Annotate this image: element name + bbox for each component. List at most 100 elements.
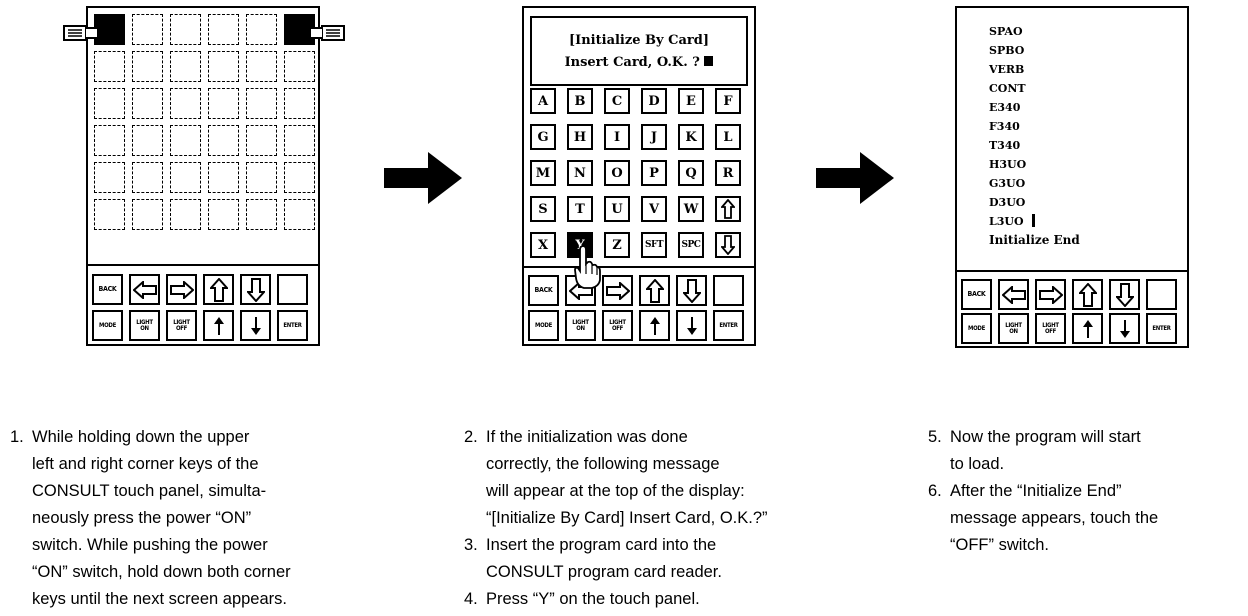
touch-cell[interactable] [170, 125, 201, 156]
back-key[interactable]: BACK [92, 274, 123, 305]
key-m[interactable]: M [530, 160, 556, 186]
down-small-arrow-key[interactable] [240, 310, 271, 341]
key-d[interactable]: D [641, 88, 667, 114]
mode-key[interactable]: MODE [92, 310, 123, 341]
touch-cell[interactable] [208, 88, 239, 119]
key-i[interactable]: I [604, 124, 630, 150]
function-key-row-1: BACK [528, 275, 744, 306]
touch-cell[interactable] [132, 51, 163, 82]
touch-cell[interactable] [246, 162, 277, 193]
enter-key[interactable]: ENTER [277, 310, 308, 341]
key-c[interactable]: C [604, 88, 630, 114]
up-arrow-key[interactable] [715, 196, 741, 222]
right-arrow-key[interactable] [1035, 279, 1066, 310]
key-n[interactable]: N [567, 160, 593, 186]
key-u[interactable]: U [604, 196, 630, 222]
touch-cell[interactable] [94, 125, 125, 156]
key-h[interactable]: H [567, 124, 593, 150]
touch-cell[interactable] [208, 199, 239, 230]
key-q[interactable]: Q [678, 160, 704, 186]
key-sft[interactable]: SFT [641, 232, 667, 258]
touch-cell[interactable] [170, 88, 201, 119]
key-a[interactable]: A [530, 88, 556, 114]
key-w[interactable]: W [678, 196, 704, 222]
touch-cell[interactable] [208, 162, 239, 193]
up-arrow-key[interactable] [203, 274, 234, 305]
key-p[interactable]: P [641, 160, 667, 186]
touch-cell[interactable] [132, 125, 163, 156]
up-small-arrow-key[interactable] [203, 310, 234, 341]
touch-cell[interactable] [246, 88, 277, 119]
touch-cell[interactable] [208, 125, 239, 156]
up-small-arrow-key[interactable] [639, 310, 670, 341]
touch-cell[interactable] [132, 14, 163, 45]
touch-cell[interactable] [284, 199, 315, 230]
touch-cell[interactable] [132, 162, 163, 193]
key-o[interactable]: O [604, 160, 630, 186]
up-small-arrow-key[interactable] [1072, 313, 1103, 344]
key-v[interactable]: V [641, 196, 667, 222]
down-small-arrow-key[interactable] [1109, 313, 1140, 344]
touch-cell[interactable] [170, 199, 201, 230]
touch-cell[interactable] [170, 14, 201, 45]
up-arrow-key[interactable] [1072, 279, 1103, 310]
key-f[interactable]: F [715, 88, 741, 114]
touch-cell[interactable] [246, 14, 277, 45]
down-arrow-key[interactable] [240, 274, 271, 305]
left-arrow-key[interactable] [129, 274, 160, 305]
touch-cell[interactable] [94, 162, 125, 193]
enter-key[interactable]: ENTER [1146, 313, 1177, 344]
touch-cell[interactable] [246, 125, 277, 156]
back-key[interactable]: BACK [528, 275, 559, 306]
right-arrow-key[interactable] [602, 275, 633, 306]
touch-cell[interactable] [132, 199, 163, 230]
down-arrow-key[interactable] [676, 275, 707, 306]
touch-cell[interactable] [208, 14, 239, 45]
key-t[interactable]: T [567, 196, 593, 222]
mode-key[interactable]: MODE [961, 313, 992, 344]
program-name: E340 [989, 101, 1021, 114]
right-arrow-key[interactable] [166, 274, 197, 305]
key-z[interactable]: Z [604, 232, 630, 258]
key-s[interactable]: S [530, 196, 556, 222]
left-arrow-key[interactable] [998, 279, 1029, 310]
touch-cell[interactable] [284, 162, 315, 193]
up-arrow-key[interactable] [639, 275, 670, 306]
mode-key[interactable]: MODE [528, 310, 559, 341]
key-spc[interactable]: SPC [678, 232, 704, 258]
blank-key[interactable] [1146, 279, 1177, 310]
blank-key[interactable] [277, 274, 308, 305]
touch-cell[interactable] [132, 88, 163, 119]
touch-cell[interactable] [246, 51, 277, 82]
back-key[interactable]: BACK [961, 279, 992, 310]
touch-cell[interactable] [284, 51, 315, 82]
touch-cell[interactable] [94, 88, 125, 119]
key-l[interactable]: L [715, 124, 741, 150]
down-small-arrow-key[interactable] [676, 310, 707, 341]
touch-cell[interactable] [284, 125, 315, 156]
touch-cell[interactable] [94, 51, 125, 82]
touch-cell[interactable] [94, 199, 125, 230]
down-arrow-key[interactable] [1109, 279, 1140, 310]
key-r[interactable]: R [715, 160, 741, 186]
key-e[interactable]: E [678, 88, 704, 114]
touch-cell[interactable] [284, 88, 315, 119]
key-x[interactable]: X [530, 232, 556, 258]
key-k[interactable]: K [678, 124, 704, 150]
touch-cell[interactable] [170, 51, 201, 82]
touch-cell[interactable] [170, 162, 201, 193]
enter-key[interactable]: ENTER [713, 310, 744, 341]
key-j[interactable]: J [641, 124, 667, 150]
down-arrow-key[interactable] [715, 232, 741, 258]
key-g[interactable]: G [530, 124, 556, 150]
key-b[interactable]: B [567, 88, 593, 114]
touch-cell[interactable] [208, 51, 239, 82]
touch-cell[interactable] [246, 199, 277, 230]
blank-key[interactable] [713, 275, 744, 306]
